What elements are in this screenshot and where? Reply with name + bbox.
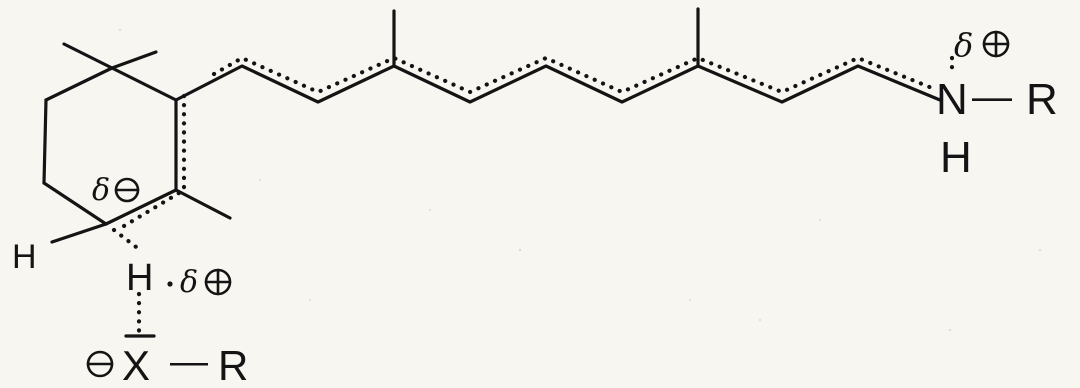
- base-substituent-label: R: [218, 342, 248, 388]
- conjugation-dots: [211, 55, 935, 95]
- base-atom-label: X: [122, 342, 150, 388]
- ring-methyl-bond: [174, 188, 232, 220]
- transfer-hydrogen-group: H δ: [126, 257, 232, 300]
- x-r-bond-dash: —: [170, 341, 208, 383]
- nitrogen-atom-label: N: [936, 75, 968, 124]
- ring-bond-c5-c4: [42, 181, 108, 226]
- hydrogen-bullet-dot: [167, 281, 173, 287]
- ring-skeleton: [42, 42, 232, 244]
- n-substituent-label: R: [1026, 75, 1058, 124]
- ring-hydrogen-label: H: [12, 238, 37, 276]
- nitrogen-positive-charge-cross: [982, 30, 1010, 58]
- ring-bond-c6-c5: [42, 98, 48, 185]
- polyene-backbone: [174, 64, 942, 104]
- hydrogen-delta-symbol: δ: [180, 265, 198, 300]
- hydrogen-positive-charge-cross: [204, 268, 232, 296]
- gem-dimethyl-bond-1: [62, 42, 114, 70]
- hydrogen-transfer-dots: [111, 227, 143, 253]
- paper-texture: [119, 29, 1041, 332]
- ring-bond-c1-c6: [44, 66, 114, 102]
- ring-bond-c4-c3: [104, 188, 178, 226]
- n-r-bond-dash: —: [972, 75, 1012, 119]
- schiff-base-group: N — R H δ: [936, 26, 1058, 182]
- nitrogen-delta-symbol: δ: [954, 26, 973, 64]
- transfer-hydrogen-label: H: [126, 257, 153, 299]
- delocalized-pi-system: [111, 55, 955, 337]
- ring-carbon-delta-symbol: δ: [92, 173, 110, 208]
- ring-c-h-bond: [50, 222, 108, 244]
- ring-carbon-charge: δ: [92, 173, 140, 208]
- n-hydrogen-label: H: [940, 133, 972, 182]
- gem-dimethyl-bond-2: [110, 50, 158, 70]
- base-group: X — R: [86, 334, 248, 388]
- polyene-chain: [174, 7, 942, 104]
- ring-bond-c1-c2: [110, 66, 178, 102]
